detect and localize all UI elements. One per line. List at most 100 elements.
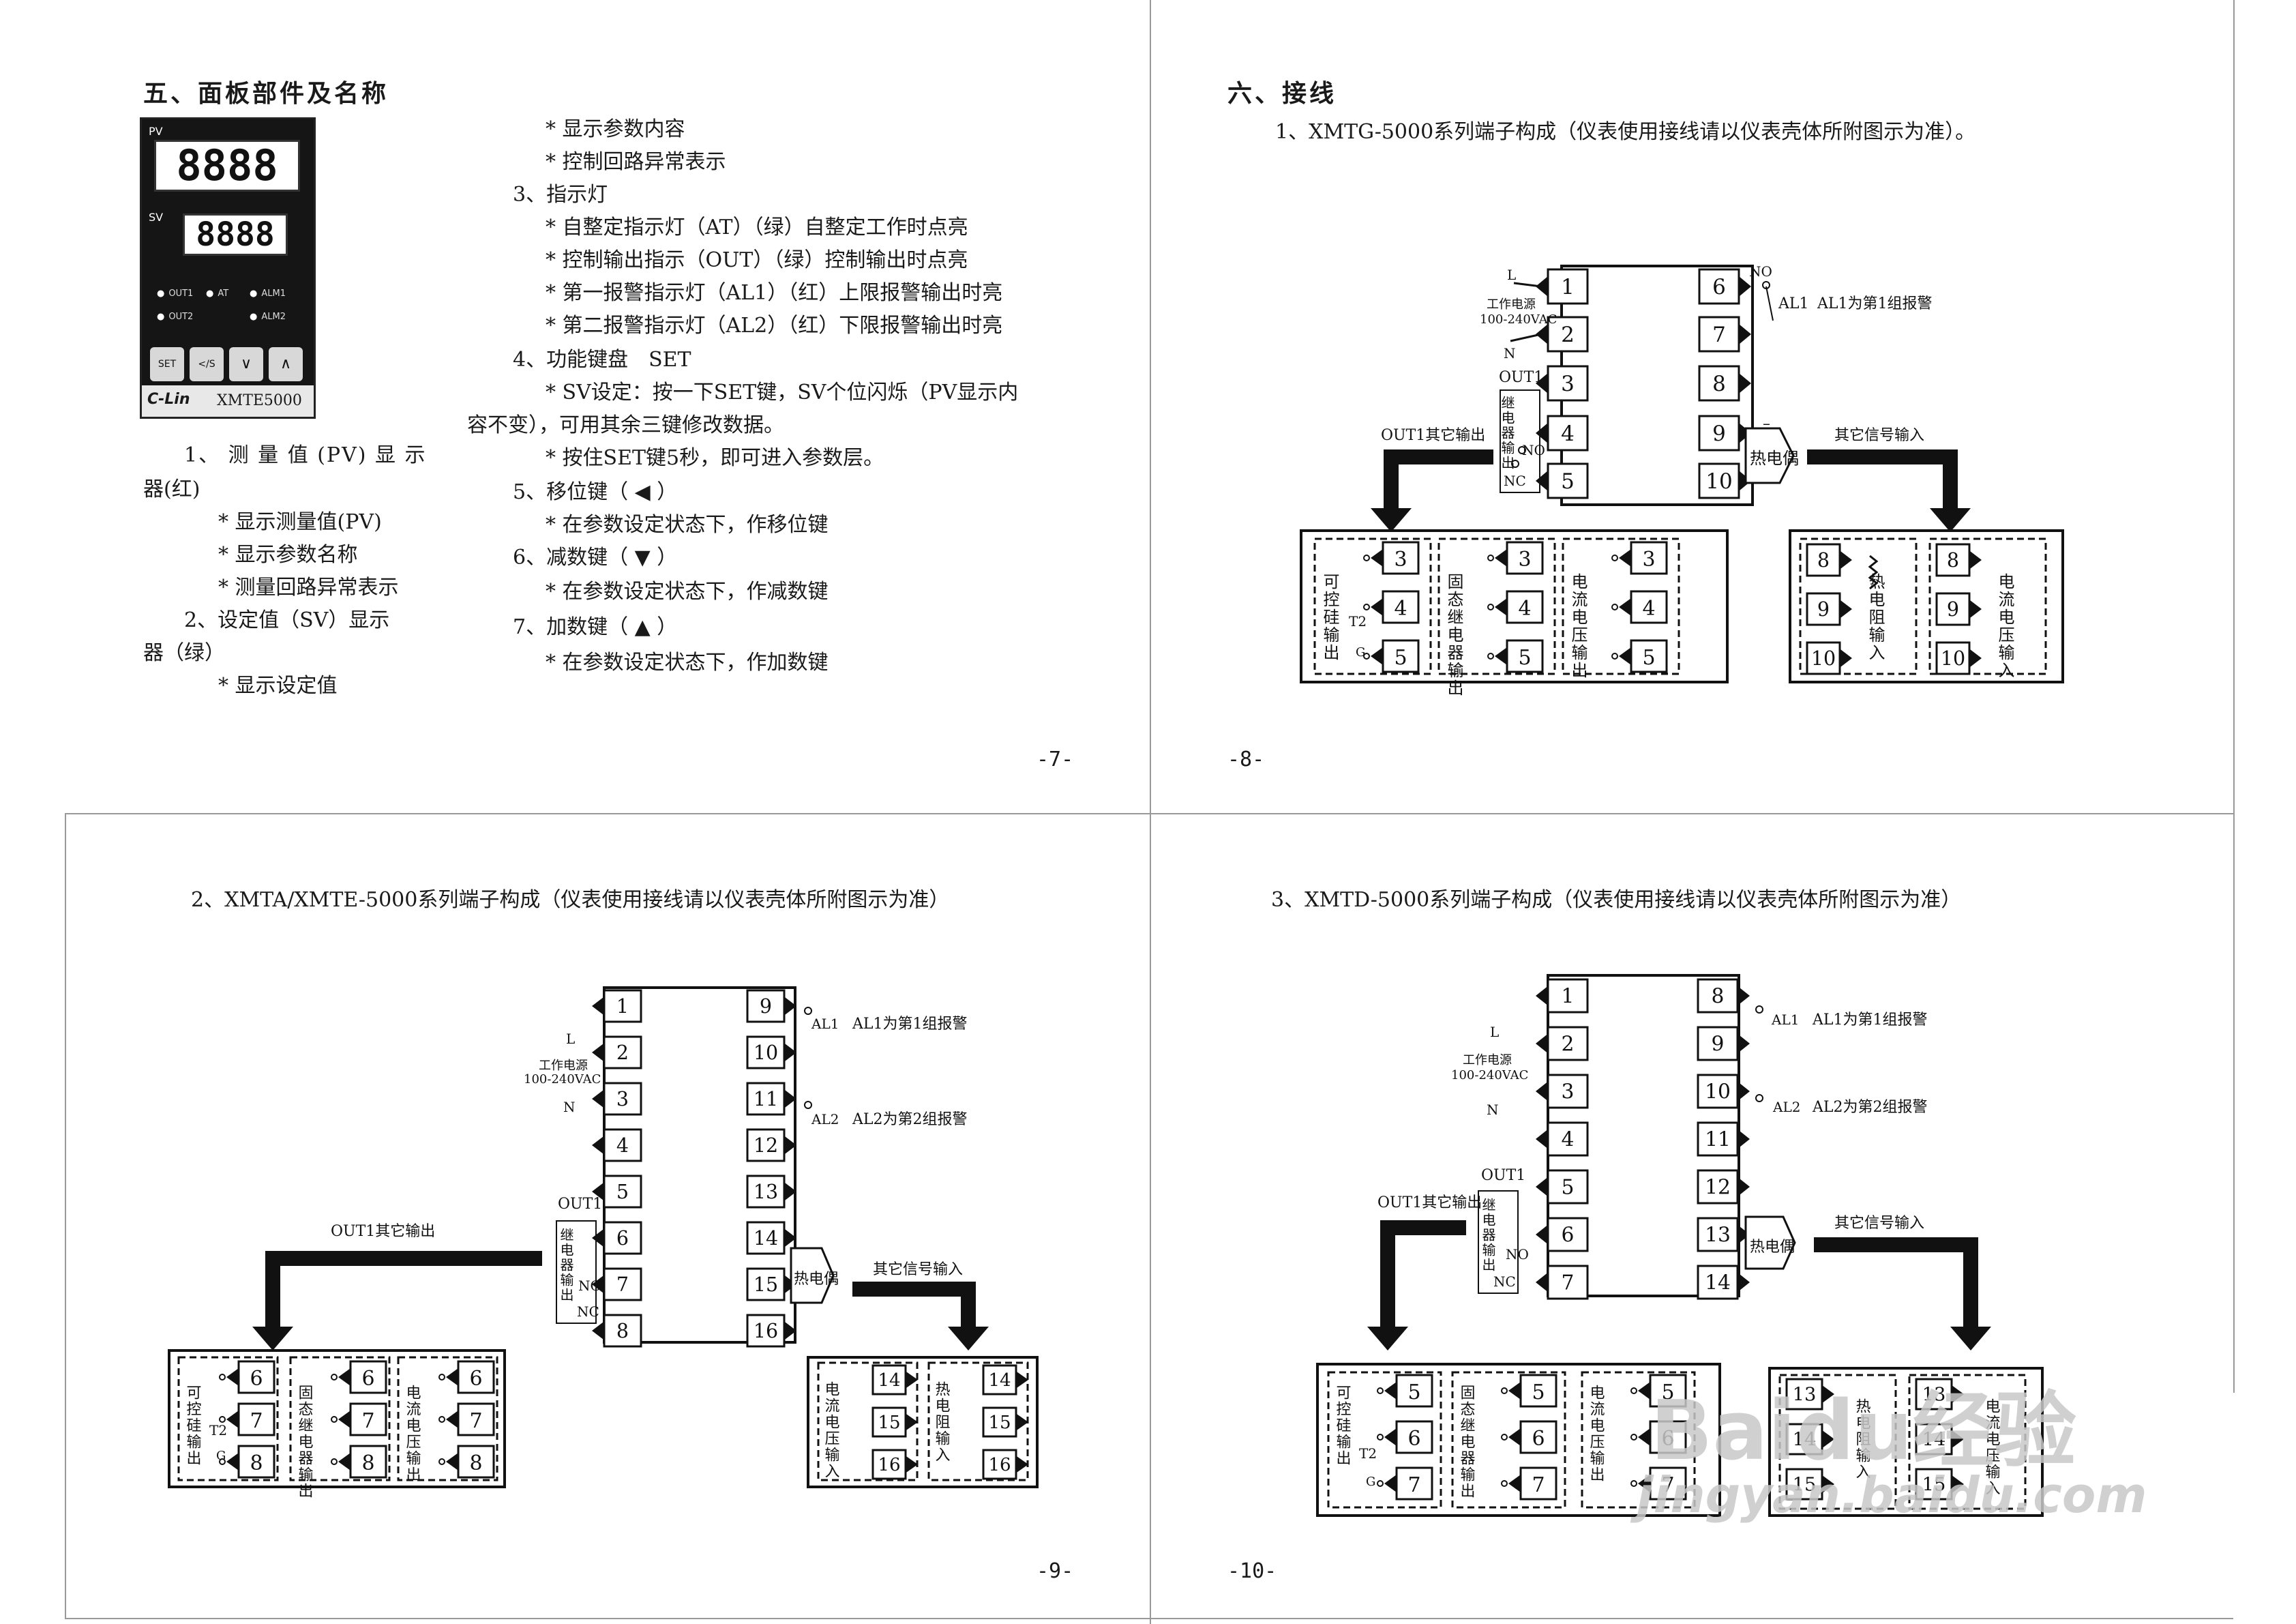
terminal-right xyxy=(746,1267,786,1301)
terminal-pin xyxy=(784,1136,796,1155)
module-terminal-pin xyxy=(226,1368,239,1386)
output-module-terminal xyxy=(457,1402,495,1436)
label-relay-output: 继电器输出 xyxy=(558,1228,574,1303)
module-terminal-pin xyxy=(1619,647,1631,665)
terminal-number: 14 xyxy=(878,1370,900,1391)
input-module-terminal xyxy=(871,1449,907,1480)
output-type-group xyxy=(397,1356,498,1481)
terminal-left xyxy=(603,989,642,1023)
terminal-pin xyxy=(1536,1177,1548,1197)
wiring-diagram-xmta: 12345678910111213141516L工作电源100-240VACNA… xyxy=(168,986,1039,1499)
input-module-box xyxy=(1789,529,2064,683)
input-module-terminal xyxy=(1806,641,1841,675)
input-module-terminal xyxy=(1785,1423,1823,1456)
terminal-number: 9 xyxy=(1947,598,1959,621)
label-al1-note: AL1为第1组报警 xyxy=(852,1016,968,1033)
arrow-out1 xyxy=(1384,449,1493,508)
terminal-number: 13 xyxy=(1705,1224,1731,1247)
output-module-terminal xyxy=(1382,639,1420,673)
label-g: G xyxy=(1366,1475,1375,1489)
input-module-box xyxy=(1768,1367,2044,1517)
input-type-label: 热电阻输入 xyxy=(1853,1398,1871,1480)
label-al2-note: AL2为第2组报警 xyxy=(852,1111,968,1128)
input-type-label: 电流电压输入 xyxy=(1995,573,2014,679)
terminal-number: 14 xyxy=(1922,1430,1946,1451)
terminal-pin xyxy=(1822,1385,1834,1404)
module-terminal-pin xyxy=(1495,598,1507,616)
input-type-label: 热电阻输入 xyxy=(933,1381,951,1463)
page-heading: 六、接线 xyxy=(1227,80,1337,108)
input-module-terminal xyxy=(871,1364,907,1396)
module-terminal-node xyxy=(438,1416,445,1423)
module-terminal-pin xyxy=(338,1453,351,1471)
output-type-label: 电流电压输出 xyxy=(1587,1385,1605,1483)
output-type-group xyxy=(1327,1371,1442,1509)
terminal-number: 7 xyxy=(616,1273,629,1296)
module-terminal-node xyxy=(1611,653,1618,660)
led-at: AT xyxy=(206,289,228,299)
module-terminal-pin xyxy=(226,1411,239,1428)
text-line: 3、指示灯 xyxy=(513,183,608,207)
output-type-group xyxy=(177,1356,279,1481)
wire xyxy=(1765,286,1774,321)
module-terminal-node xyxy=(1611,555,1618,561)
thermocouple-symbol xyxy=(790,1247,835,1304)
module-terminal-pin xyxy=(446,1453,458,1471)
terminal-number: 15 xyxy=(988,1413,1011,1433)
label-t2: T2 xyxy=(209,1422,227,1438)
led-out1: OUT1 xyxy=(157,289,193,299)
module-terminal-pin xyxy=(1371,647,1383,665)
terminal-number: 12 xyxy=(1705,1176,1731,1200)
wire xyxy=(1510,333,1542,342)
terminal-number: 15 xyxy=(1922,1475,1946,1496)
module-terminal-node xyxy=(438,1374,445,1381)
text-line: 2、设定值（SV）显示 xyxy=(184,608,390,632)
module-terminal-node xyxy=(1501,1480,1508,1487)
down-button: ∨ xyxy=(229,347,263,381)
terminal-number: 8 xyxy=(1712,985,1725,1009)
terminal-pin xyxy=(1738,1177,1750,1197)
terminal-left xyxy=(1547,462,1589,499)
terminal-number: 6 xyxy=(1712,275,1726,299)
terminal-pin xyxy=(592,1136,604,1155)
module-terminal-node xyxy=(219,1458,226,1465)
input-type-group xyxy=(927,1361,1029,1481)
relay-contact xyxy=(1518,446,1526,454)
module-terminal-number: 3 xyxy=(1394,548,1407,572)
arrow-out1 xyxy=(1380,1220,1466,1327)
text-line: 器（绿） xyxy=(143,641,225,665)
diagram-caption: 2、XMTA/XMTE-5000系列端子构成（仪表使用接线请以仪表壳体所附图示为… xyxy=(191,888,950,912)
terminal-number: 13 xyxy=(1793,1385,1817,1406)
output-type-group xyxy=(1437,537,1556,675)
terminal-pin xyxy=(1738,986,1750,1006)
terminal-number: 12 xyxy=(754,1134,778,1157)
module-terminal-number: 6 xyxy=(1532,1427,1545,1451)
input-type-group xyxy=(1908,1374,2027,1510)
module-terminal-number: 4 xyxy=(1394,597,1407,621)
terminal-pin xyxy=(1738,1224,1750,1245)
module-terminal-node xyxy=(1501,1434,1508,1441)
output-type-group xyxy=(1562,537,1680,675)
terminal-pin xyxy=(1536,1081,1548,1102)
terminal-left xyxy=(603,1035,642,1069)
module-terminal-node xyxy=(1630,1387,1637,1394)
terminal-number: 4 xyxy=(1561,422,1575,446)
input-module-terminal xyxy=(1935,592,1971,626)
terminal-number: 9 xyxy=(760,995,772,1018)
terminal-pin xyxy=(1536,373,1548,394)
terminal-left xyxy=(603,1082,642,1116)
shift-button: </S xyxy=(190,347,224,381)
terminal-pin xyxy=(1840,550,1852,570)
alarm-contact xyxy=(804,1007,812,1015)
terminal-pin xyxy=(1739,324,1751,344)
module-terminal-number: 5 xyxy=(1661,1381,1674,1404)
text-line: * 控制输出指示（OUT）（绿）控制输出时点亮 xyxy=(546,248,968,272)
terminal-number: 9 xyxy=(1712,422,1726,446)
terminal-number: 16 xyxy=(878,1455,900,1475)
signal-arrow-head xyxy=(1930,508,1971,532)
input-type-label: 电流电压输入 xyxy=(1983,1398,2001,1496)
terminal-pin xyxy=(1536,276,1548,297)
terminal-number: 11 xyxy=(1705,1128,1731,1152)
label-n: N xyxy=(563,1099,576,1115)
terminal-left xyxy=(603,1267,642,1301)
